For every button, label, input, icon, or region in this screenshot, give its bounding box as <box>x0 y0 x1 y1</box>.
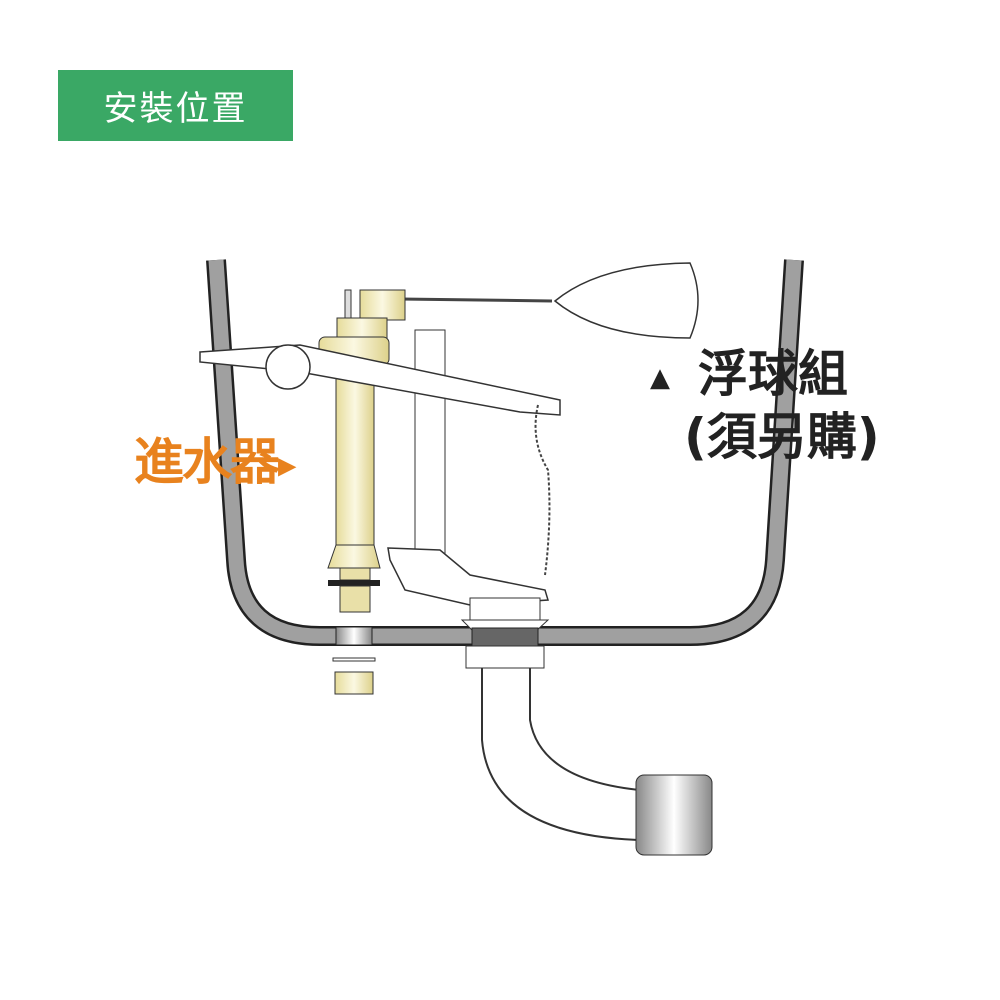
inlet-valve-label: 進水器▶ <box>134 422 297 494</box>
chain <box>534 404 551 576</box>
overflow-tube <box>414 329 446 561</box>
flapper <box>387 547 549 606</box>
float-ball-text: 浮球組 <box>698 345 848 403</box>
float-ball-label: ▲ 浮球組 <box>650 334 848 406</box>
inlet-arrow-icon: ▶ <box>278 451 297 480</box>
float-note-label: (須另購) <box>684 408 880 466</box>
title-badge: 安裝位置 <box>58 70 293 141</box>
float-arrow-icon: ▲ <box>650 362 670 393</box>
inlet-valve-text: 進水器 <box>134 433 280 491</box>
drain-pipe <box>481 668 641 841</box>
pipe-connector <box>635 774 713 856</box>
float-ball <box>553 262 699 339</box>
